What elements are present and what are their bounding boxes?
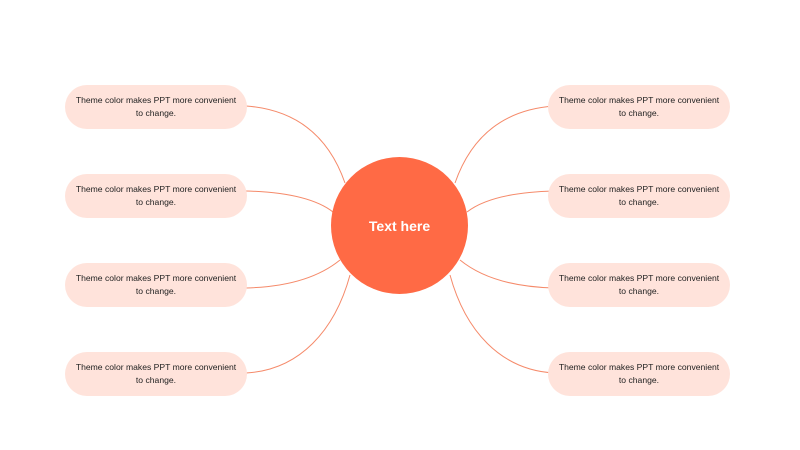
branch-node-text: Theme color makes PPT more convenient to… bbox=[75, 95, 237, 118]
branch-node-text: Theme color makes PPT more convenient to… bbox=[75, 184, 237, 207]
branch-node-right-3: Theme color makes PPT more convenient to… bbox=[548, 263, 730, 307]
connector-right-1 bbox=[454, 105, 555, 184]
branch-node-left-3: Theme color makes PPT more convenient to… bbox=[65, 263, 247, 307]
connector-right-4 bbox=[449, 274, 555, 374]
branch-node-text: Theme color makes PPT more convenient to… bbox=[558, 95, 720, 118]
branch-node-left-4: Theme color makes PPT more convenient to… bbox=[65, 352, 247, 396]
branch-node-text: Theme color makes PPT more convenient to… bbox=[558, 273, 720, 296]
central-topic-node: Text here bbox=[331, 157, 468, 294]
branch-node-text: Theme color makes PPT more convenient to… bbox=[75, 362, 237, 385]
branch-node-right-2: Theme color makes PPT more convenient to… bbox=[548, 174, 730, 218]
branch-node-left-2: Theme color makes PPT more convenient to… bbox=[65, 174, 247, 218]
branch-node-text: Theme color makes PPT more convenient to… bbox=[558, 184, 720, 207]
connector-left-4 bbox=[245, 274, 351, 374]
central-topic-label: Text here bbox=[368, 217, 431, 234]
connector-left-1 bbox=[245, 105, 346, 184]
connector-left-3 bbox=[245, 259, 341, 289]
connector-right-3 bbox=[459, 259, 555, 289]
branch-node-text: Theme color makes PPT more convenient to… bbox=[75, 273, 237, 296]
connector-left-2 bbox=[245, 190, 334, 213]
branch-node-text: Theme color makes PPT more convenient to… bbox=[558, 362, 720, 385]
branch-node-right-1: Theme color makes PPT more convenient to… bbox=[548, 85, 730, 129]
branch-node-left-1: Theme color makes PPT more convenient to… bbox=[65, 85, 247, 129]
connector-right-2 bbox=[466, 190, 555, 213]
branch-node-right-4: Theme color makes PPT more convenient to… bbox=[548, 352, 730, 396]
